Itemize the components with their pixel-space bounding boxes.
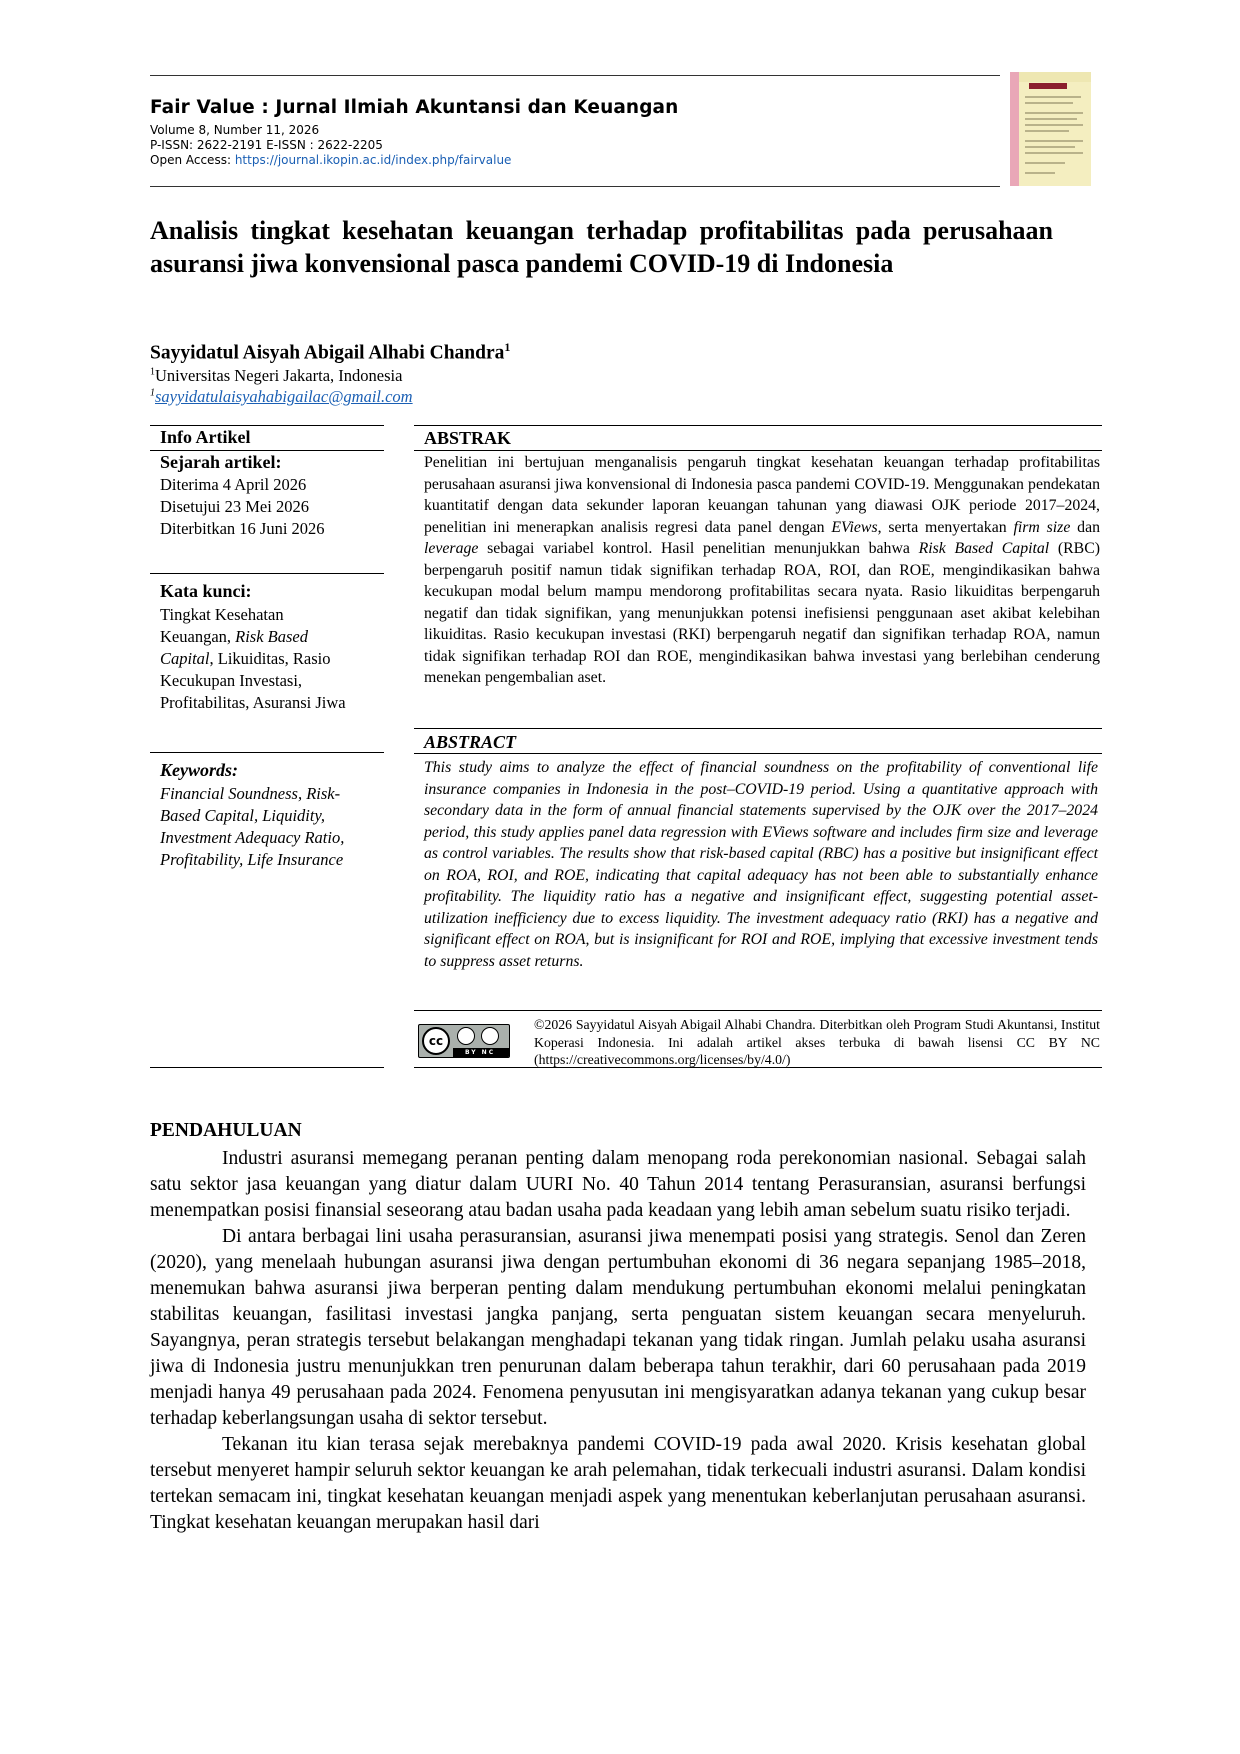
abstrak-top-rule xyxy=(414,425,1102,426)
journal-name: Fair Value : Jurnal Ilmiah Akuntansi dan… xyxy=(150,97,679,118)
keywords-en-line: Financial Soundness, Risk- xyxy=(160,784,341,803)
published-date: Diterbitkan 16 Juni 2026 xyxy=(160,519,325,538)
keyword-italic: Capital xyxy=(160,649,210,668)
abstrak-text: dan xyxy=(1070,518,1100,536)
keywords-id-line: Profitabilitas, Asuransi Jiwa xyxy=(160,693,346,712)
keyword-italic: Risk Based xyxy=(235,627,308,646)
cover-text-line xyxy=(1025,172,1055,174)
abstrak-text: , serta menyertakan xyxy=(877,518,1014,536)
keywords-en-line: Based Capital, Liquidity, xyxy=(160,806,326,825)
article-author: Sayyidatul Aisyah Abigail Alhabi Chandra… xyxy=(150,340,510,365)
cover-text-line xyxy=(1025,140,1083,142)
author-name: Sayyidatul Aisyah Abigail Alhabi Chandra xyxy=(150,342,505,364)
abstrak-text: sebagai variabel kontrol. Hasil peneliti… xyxy=(478,540,919,557)
author-affiliation: 1Universitas Negeri Jakarta, Indonesia xyxy=(150,366,402,386)
author-email: 1sayyidatulaisyahabigailac@gmail.com xyxy=(150,387,413,407)
cover-text-line xyxy=(1025,124,1083,126)
header-bottom-rule xyxy=(150,186,1000,187)
license-text: ©2026 Sayyidatul Aisyah Abigail Alhabi C… xyxy=(534,1017,1100,1067)
cc-icon: cc xyxy=(422,1027,450,1055)
keywords-en-heading: Keywords: xyxy=(160,760,238,780)
body-paragraph: Industri asuransi memegang peranan penti… xyxy=(150,1148,1086,1221)
journal-issn: P-ISSN: 2622-2191 E-ISSN : 2622-2205 xyxy=(150,138,383,152)
keywords-en-line: Profitability, Life Insurance xyxy=(160,850,344,869)
body-text: Industri asuransi memegang peranan penti… xyxy=(150,1146,1086,1536)
cover-text-line xyxy=(1025,146,1075,148)
email-link[interactable]: sayyidatulaisyahabigailac@gmail.com xyxy=(155,387,413,406)
abstrak-italic: EViews xyxy=(831,518,878,536)
attribution-icon xyxy=(457,1027,475,1045)
keywords-id-line: Kecukupan Investasi, xyxy=(160,671,303,690)
cover-text-line xyxy=(1025,112,1083,114)
cover-text-line xyxy=(1025,102,1073,104)
cover-text-line xyxy=(1025,130,1069,132)
abstrak-italic: firm size xyxy=(1013,518,1071,536)
affiliation-text: Universitas Negeri Jakarta, Indonesia xyxy=(155,366,403,385)
section-heading: PENDAHULUAN xyxy=(150,1120,302,1141)
abstrak-text: (RBC) berpengaruh positif namun tidak si… xyxy=(424,540,1100,686)
info-bottom-rule xyxy=(150,1067,384,1068)
license-bottom-rule xyxy=(414,1067,1102,1068)
journal-cover-image xyxy=(1010,72,1091,186)
cover-text-line xyxy=(1025,118,1077,120)
open-access-label: Open Access: xyxy=(150,153,231,167)
journal-url-link[interactable]: https://journal.ikopin.ac.id/index.php/f… xyxy=(234,153,512,167)
info-keywords-rule xyxy=(150,752,384,753)
cover-text-line xyxy=(1025,162,1065,164)
journal-header: Fair Value : Jurnal Ilmiah Akuntansi dan… xyxy=(150,75,1000,187)
abstract-top-rule xyxy=(414,728,1102,729)
info-heading-rule xyxy=(150,450,384,451)
keywords-id-line: Tingkat Kesehatan xyxy=(160,605,284,624)
cover-logo xyxy=(1029,83,1067,89)
abstrak-italic: leverage xyxy=(424,540,479,557)
keywords-id-line: Capital, Likuiditas, Rasio xyxy=(160,648,331,670)
abstract-body: This study aims to analyze the effect of… xyxy=(424,759,1098,970)
license-top-rule xyxy=(414,1010,1102,1011)
abstrak-text: Penelitian ini bertujuan menganalisis pe… xyxy=(424,454,1100,536)
abstrak-heading: ABSTRAK xyxy=(424,428,512,448)
email-superscript: 1 xyxy=(150,387,155,399)
abstract-heading: ABSTRACT xyxy=(424,732,517,752)
info-history-rule xyxy=(150,573,384,574)
author-superscript: 1 xyxy=(504,340,511,354)
abstract-heading-rule xyxy=(414,753,1102,754)
abstrak-body: Penelitian ini bertujuan menganalisis pe… xyxy=(424,452,1100,689)
keywords-en-line: Investment Adequacy Ratio, xyxy=(160,828,345,847)
open-access-line: Open Access: https://journal.ikopin.ac.i… xyxy=(150,153,511,167)
info-top-rule xyxy=(150,425,384,426)
keyword-fragment: Keuangan, xyxy=(160,627,236,646)
keyword-fragment: , Likuiditas, Rasio xyxy=(209,649,331,668)
badge-strip-label: BY NC xyxy=(453,1048,509,1057)
keywords-id-line: Keuangan, Risk Based xyxy=(160,626,308,648)
approved-date: Disetujui 23 Mei 2026 xyxy=(160,497,309,516)
cover-band xyxy=(1019,72,1091,82)
keywords-id-heading: Kata kunci: xyxy=(160,581,252,601)
header-top-rule xyxy=(150,75,1000,76)
history-heading: Sejarah artikel: xyxy=(160,452,282,472)
abstrak-italic: Risk Based Capital xyxy=(918,540,1050,557)
received-date: Diterima 4 April 2026 xyxy=(160,475,307,494)
abstrak-heading-rule xyxy=(414,450,1102,451)
cover-text-line xyxy=(1025,96,1081,98)
info-heading: Info Artikel xyxy=(160,427,251,447)
cover-text-line xyxy=(1025,152,1083,154)
article-title: Analisis tingkat kesehatan keuangan terh… xyxy=(150,216,1053,278)
cc-license-badge[interactable]: cc BY NC xyxy=(418,1024,510,1058)
affiliation-superscript: 1 xyxy=(150,366,155,378)
body-paragraph: Tekanan itu kian terasa sejak merebaknya… xyxy=(150,1434,1086,1533)
journal-volume: Volume 8, Number 11, 2026 xyxy=(150,123,320,137)
body-paragraph: Di antara berbagai lini usaha perasurans… xyxy=(150,1226,1086,1429)
noncommercial-icon xyxy=(481,1027,499,1045)
